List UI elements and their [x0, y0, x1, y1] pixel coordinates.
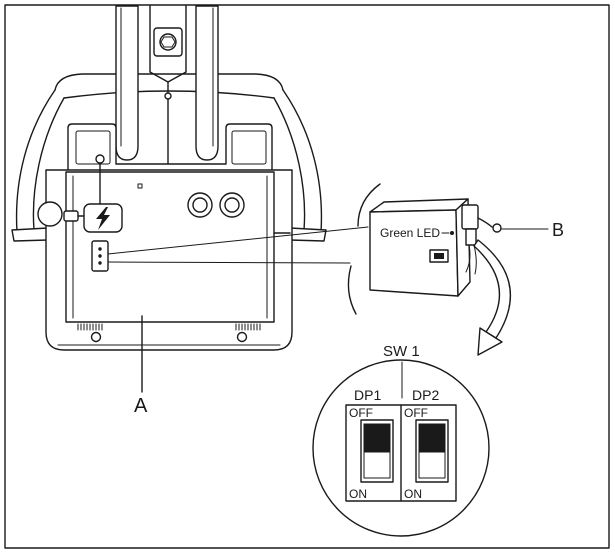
dp2-label: DP2 [412, 387, 439, 403]
right-base-screw [236, 331, 248, 343]
hanging-wire [473, 244, 477, 275]
chassis-body [45, 169, 293, 351]
switch-magnifier: SW 1 DP1 DP2 OFF ON OFF ON [312, 343, 490, 537]
housing-top-edge [54, 73, 284, 91]
dp1-off-label: OFF [349, 406, 373, 420]
wire-eyelet [95, 154, 105, 164]
right-vent [235, 323, 261, 331]
module-plug [461, 204, 479, 230]
panel-components [37, 154, 245, 272]
chassis-top-frame [67, 123, 273, 173]
left-fin-end-cap [11, 227, 49, 242]
release-knob [37, 201, 63, 227]
left-vent [77, 323, 103, 331]
left-fin-inner [32, 97, 65, 231]
led-label: Green LED [380, 226, 440, 240]
dp2-on-label: ON [404, 487, 422, 501]
button-left-outer [187, 192, 213, 218]
housing-shell [11, 73, 327, 242]
callout-arrow [473, 239, 512, 356]
left-base-screw [90, 331, 102, 343]
left-rail [115, 5, 139, 161]
connector-pin [98, 247, 102, 251]
indicator-bulb [492, 223, 502, 233]
left-fin-outer [15, 89, 56, 233]
opener-unit: A [11, 5, 327, 417]
led-connector-port [91, 240, 109, 272]
button-right-outer [219, 192, 245, 218]
label-a: A [134, 395, 148, 417]
connector-pin [98, 261, 102, 265]
module-plug-latch [465, 228, 477, 246]
hanging-wire [465, 244, 471, 273]
dp1-slider [363, 423, 391, 453]
right-rail [195, 5, 219, 161]
plug-wire [477, 217, 493, 228]
module-terminal [429, 249, 449, 263]
callout-bracket-lower [347, 265, 357, 315]
callout-line-upper [107, 226, 369, 255]
bolt-hex [160, 36, 176, 48]
right-tab-inner [231, 130, 267, 165]
connector-pin [98, 254, 102, 258]
label-b: B [552, 220, 564, 240]
dp2-slider [418, 423, 446, 453]
right-fin-outer [282, 89, 323, 233]
dp2-off-label: OFF [404, 406, 428, 420]
bolt-plate [153, 27, 183, 57]
module-terminal-inner [434, 253, 444, 259]
trolley-bracket [149, 5, 187, 166]
plug-clip [63, 210, 79, 222]
button-right-inner [224, 197, 240, 213]
rod-pin [164, 92, 172, 100]
right-fin-inner [273, 97, 306, 231]
panel-marker [137, 183, 143, 189]
dip-switch-dp2: OFF ON [404, 406, 449, 501]
left-tab-inner [75, 130, 111, 165]
dp1-label: DP1 [354, 387, 381, 403]
bolt-head [159, 33, 177, 51]
arrow-head [477, 327, 503, 356]
lightning-bolt-icon [96, 207, 110, 230]
green-led-icon [450, 231, 454, 235]
button-left-inner [192, 197, 208, 213]
dip-switch-dp1: OFF ON [349, 406, 394, 501]
led-module: Green LED [369, 198, 502, 297]
callout-line-lower [107, 261, 351, 264]
switch-title: SW 1 [383, 343, 420, 360]
front-panel [65, 171, 275, 323]
detail-callout [107, 183, 381, 315]
dp1-on-label: ON [349, 487, 367, 501]
callout-bracket-upper [357, 183, 381, 227]
led-module-front-face [369, 209, 459, 297]
